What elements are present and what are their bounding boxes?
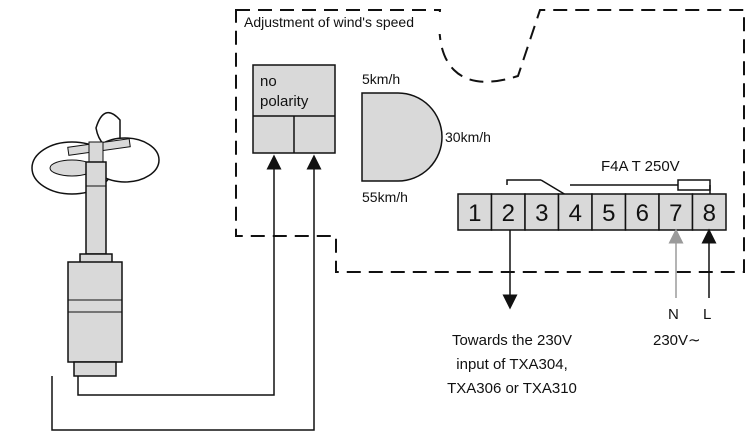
anemometer-base (73, 361, 117, 377)
supply-voltage-label: 230V∼ (653, 332, 701, 349)
terminal-8 (691, 193, 727, 231)
terminal-2-label: 2 (502, 200, 515, 227)
terminal-4 (557, 193, 593, 231)
dial-label-5kmh: 5km/h (362, 71, 400, 87)
output-note-line3: TXA306 or TXA310 (447, 380, 577, 397)
terminal-6-label: 6 (636, 200, 649, 227)
anemometer (31, 111, 160, 377)
terminal-5-label: 5 (602, 200, 615, 227)
connector-label-line1: no (260, 73, 277, 90)
speed-dial-knob[interactable] (361, 92, 443, 182)
adjustment-box: Adjustment of wind's speed (235, 9, 745, 273)
dial-label-55kmh: 55km/h (362, 189, 408, 205)
fuse-rating-label: F4A T 250V (601, 158, 680, 175)
terminal-3 (524, 193, 560, 231)
terminal-7-label: 7 (669, 200, 682, 227)
connector-label-line2: polarity (260, 93, 309, 110)
sensor-wire-1 (77, 154, 282, 396)
box-title: Adjustment of wind's speed (244, 14, 414, 30)
terminal-8-label: 8 (703, 200, 716, 227)
output-note: Towards the 230V input of TXA304, TXA306… (447, 332, 577, 397)
output-note-line1: Towards the 230V (452, 332, 572, 349)
relay-contact (540, 179, 567, 196)
anemometer-mast (85, 161, 107, 255)
fuse-symbol (677, 179, 711, 191)
title-background (238, 12, 444, 34)
relay-circuit: F4A T 250V (506, 158, 711, 207)
terminal-3-label: 3 (535, 200, 548, 227)
terminal-1-label: 1 (468, 200, 481, 227)
dial-label-30kmh: 30km/h (445, 129, 491, 145)
sensor-connector: no polarity (252, 64, 336, 154)
sensor-wire-2 (51, 154, 322, 431)
output-note-line2: input of TXA304, (456, 356, 567, 373)
anemometer-hub (88, 141, 104, 163)
live-label: L (703, 306, 711, 323)
neutral-label: N (668, 306, 679, 323)
terminal-2 (490, 193, 526, 231)
terminal-4-label: 4 (569, 200, 582, 227)
speed-dial: 5km/h 30km/h 55km/h (361, 71, 491, 205)
terminal-5 (591, 193, 627, 231)
dashed-enclosure (235, 9, 745, 273)
sensor-wires (51, 154, 322, 431)
